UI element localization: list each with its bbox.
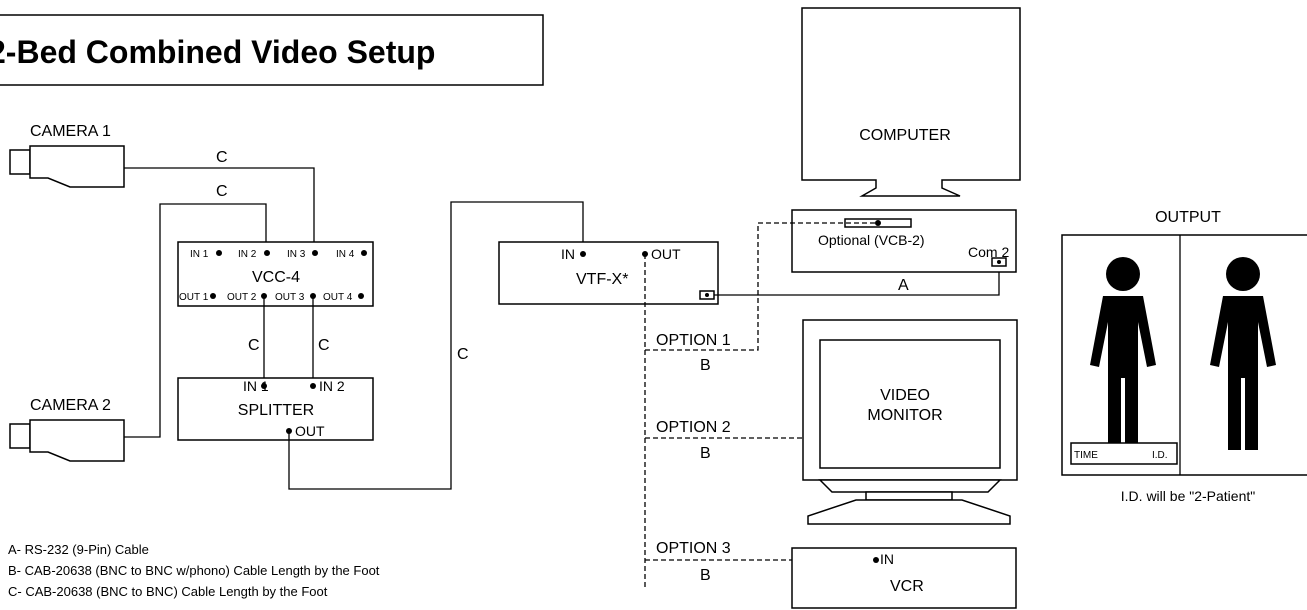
computer-monitor-icon	[801, 7, 1021, 197]
cable-label-c: C	[216, 149, 228, 166]
page-title: 2-Bed Combined Video Setup	[0, 34, 435, 70]
splitter-in1-label: IN 1	[243, 378, 269, 394]
vcc4-out3-label: OUT 3	[275, 292, 305, 303]
title-box	[0, 14, 544, 86]
vcc4-label: VCC-4	[252, 269, 300, 286]
cable-label-b: B	[700, 567, 711, 584]
output-label: OUTPUT	[1155, 209, 1221, 226]
option2-label: OPTION 2	[656, 419, 731, 436]
vcc4-in2-label: IN 2	[238, 249, 257, 260]
splitter-in2-label: IN 2	[319, 378, 345, 394]
video-monitor-icon	[802, 319, 1018, 525]
cable-camera2-to-in2	[124, 203, 267, 438]
monitor-label-line2: MONITOR	[867, 407, 942, 424]
vcc4-out4-label: OUT 4	[323, 292, 353, 303]
vcr-label: VCR	[890, 578, 924, 595]
output-note: I.D. will be "2-Patient"	[1121, 488, 1255, 504]
camera-2-label: CAMERA 2	[30, 397, 111, 414]
splitter-box	[177, 377, 374, 441]
legend-item-a: A- RS-232 (9-Pin) Cable	[8, 542, 149, 557]
vtf-in-label: IN	[561, 246, 575, 262]
id-label: I.D.	[1152, 450, 1168, 461]
cable-label-c: C	[248, 337, 260, 354]
vcc4-out2-label: OUT 2	[227, 292, 257, 303]
optional-vcb2-label: Optional (VCB-2)	[818, 232, 925, 248]
patient-1-icon	[1090, 257, 1156, 450]
camera-2-icon	[9, 419, 125, 462]
option1-label: OPTION 1	[656, 332, 731, 349]
camera-1-icon	[9, 145, 125, 188]
vcc4-in4-label: IN 4	[336, 249, 355, 260]
cable-label-c: C	[457, 346, 469, 363]
option3-label: OPTION 3	[656, 540, 731, 557]
cable-label-c: C	[318, 337, 330, 354]
legend-item-c: C- CAB-20638 (BNC to BNC) Cable Length b…	[8, 584, 328, 599]
vcc4-in1-label: IN 1	[190, 249, 209, 260]
cable-vtf-to-com2	[714, 266, 1000, 296]
vcc4-in3-label: IN 3	[287, 249, 306, 260]
splitter-out-label: OUT	[295, 423, 325, 439]
vtf-label: VTF-X*	[576, 271, 628, 288]
patient-2-icon	[1210, 257, 1276, 450]
monitor-label-line1: VIDEO	[880, 387, 930, 404]
legend-item-b: B- CAB-20638 (BNC to BNC w/phono) Cable …	[8, 563, 380, 578]
cable-camera1-to-in3	[124, 167, 315, 253]
computer-label: COMPUTER	[859, 127, 951, 144]
cable-label-a: A	[898, 277, 909, 294]
vtf-box	[498, 241, 719, 305]
vcc4-out1-label: OUT 1	[179, 292, 209, 303]
vtf-out-label: OUT	[651, 246, 681, 262]
time-label: TIME	[1074, 450, 1098, 461]
com2-label: Com 2	[968, 244, 1009, 260]
cable-label-c: C	[216, 183, 228, 200]
camera-1-label: CAMERA 1	[30, 123, 111, 140]
vcr-in-label: IN	[880, 551, 894, 567]
vcr-box	[791, 547, 1017, 609]
cable-label-b: B	[700, 445, 711, 462]
cable-option1	[645, 222, 878, 351]
time-id-overlay	[1070, 442, 1178, 465]
cable-label-b: B	[700, 357, 711, 374]
splitter-label: SPLITTER	[238, 402, 314, 419]
cable-splitter-to-vtf	[288, 201, 584, 490]
